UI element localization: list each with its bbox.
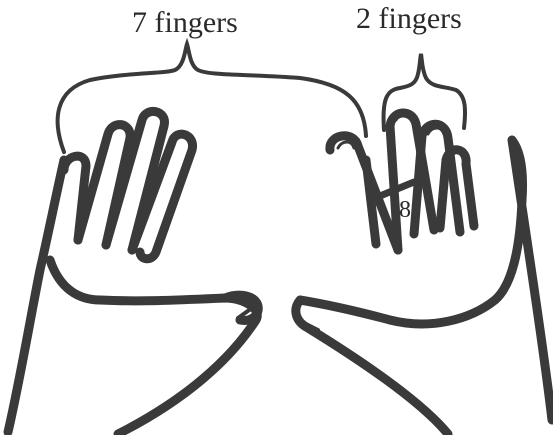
right-hand-icon [296, 113, 552, 434]
left-finger-4 [132, 134, 193, 259]
right-group-label: 2 fingers [356, 4, 462, 34]
left-palm-outline [8, 160, 257, 434]
left-hand-icon [8, 109, 258, 434]
gap-count-label: 8 [399, 198, 411, 222]
left-wrist [50, 260, 100, 300]
left-group-label: 7 fingers [132, 8, 238, 38]
right-finger-2 [366, 160, 376, 244]
